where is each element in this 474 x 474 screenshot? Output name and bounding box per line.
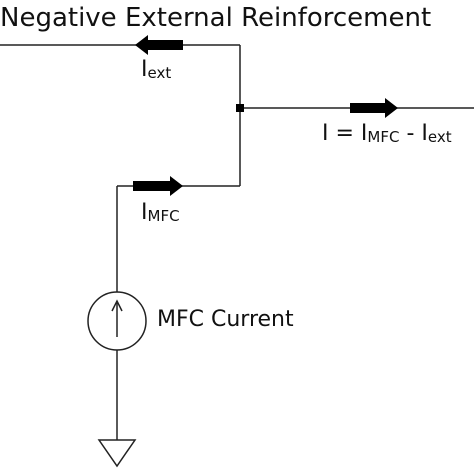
arrow-right-icon <box>133 176 183 196</box>
arrow-left-icon <box>135 35 183 55</box>
label-i-mfc: IMFC <box>141 200 180 225</box>
current-source-icon <box>87 291 147 351</box>
label-i-ext: Iext <box>141 57 171 82</box>
label-i-total: I = IMFC - Iext <box>322 121 452 146</box>
arrow-right-icon <box>350 98 398 118</box>
label-source: MFC Current <box>157 307 294 332</box>
ground-icon <box>97 439 137 468</box>
diagram-title: Negative External Reinforcement <box>0 3 431 33</box>
junction-node <box>236 104 244 112</box>
